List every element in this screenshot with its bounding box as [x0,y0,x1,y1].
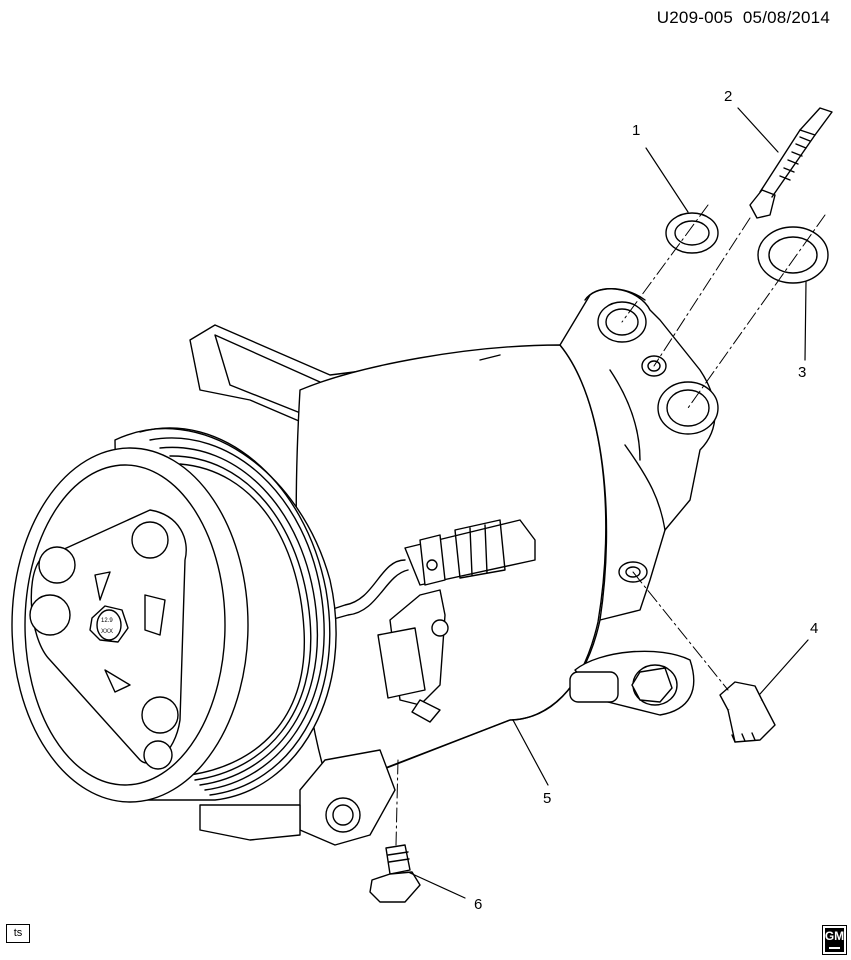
part-2-stud [749,107,833,219]
part-3-seal-washer [757,226,829,284]
pulley-clutch: 12.9 XXX [11,427,337,803]
callout-4: 4 [810,620,819,637]
callout-1: 1 [632,122,641,139]
gm-logo: GM [822,925,847,955]
callout-6: 6 [474,896,483,913]
diagram-header: U209-005 05/08/2014 [657,8,830,28]
part-4-fitting [719,681,776,743]
corner-label: ts [6,924,30,943]
harness-connector [329,519,536,723]
part-1-seal-washer [665,212,719,254]
callout-5: 5 [543,790,552,807]
gm-logo-text: GM [824,929,845,943]
callout-3: 3 [798,364,807,381]
callout-2: 2 [724,88,733,105]
assembly-lines [395,204,826,846]
nut-marking-top: 12.9 [101,618,113,624]
leader-lines [407,107,809,899]
part-6-plug [369,844,421,903]
diagram-code: U209-005 [656,8,734,27]
nut-marking-bottom: XXX [101,629,113,635]
compressor-body [189,287,719,846]
diagram-date: 05/08/2014 [742,8,830,27]
